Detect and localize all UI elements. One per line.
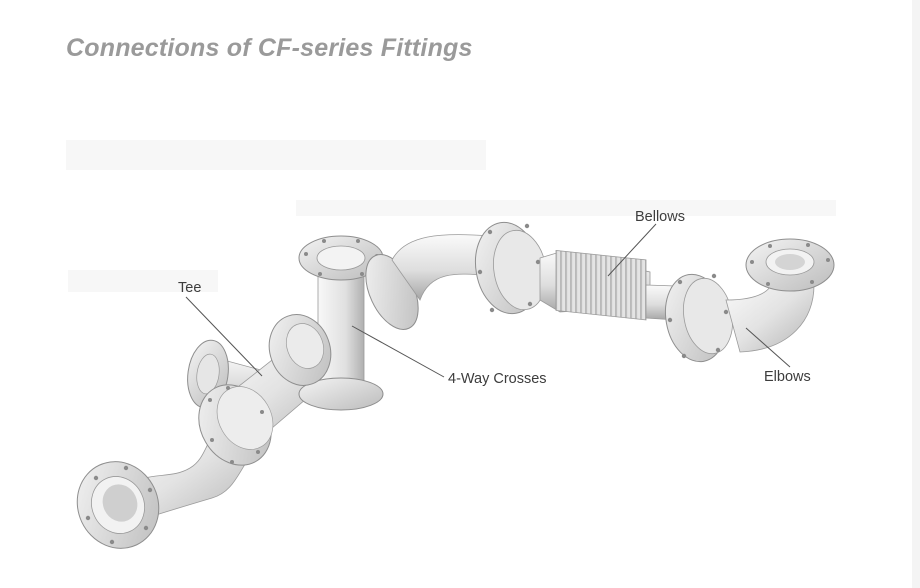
right-elbow — [725, 238, 835, 353]
label-crosses: 4-Way Crosses — [351, 325, 547, 387]
bleed-through-mark — [68, 270, 218, 292]
bellows-assembly — [474, 221, 733, 363]
elbows-leader-line — [745, 327, 791, 368]
page-edge — [912, 0, 920, 588]
bleed-through-mark — [66, 140, 486, 170]
bleed-through-mark — [296, 200, 836, 216]
label-tee: Tee — [178, 280, 263, 377]
bottom-flange — [76, 461, 160, 549]
label-bellows: Bellows — [607, 209, 685, 277]
crosses-leader-line — [351, 325, 445, 378]
label-elbows: Elbows — [745, 327, 811, 385]
tee-label: Tee — [178, 280, 201, 296]
crosses-label: 4-Way Crosses — [448, 371, 547, 387]
elbows-label: Elbows — [764, 369, 811, 385]
four-way-cross — [268, 235, 419, 411]
bellows-leader-line — [607, 223, 657, 277]
page-title: Connections of CF-series Fittings — [66, 34, 473, 62]
bellows-label: Bellows — [635, 209, 685, 225]
tee-leader-line — [185, 296, 263, 377]
